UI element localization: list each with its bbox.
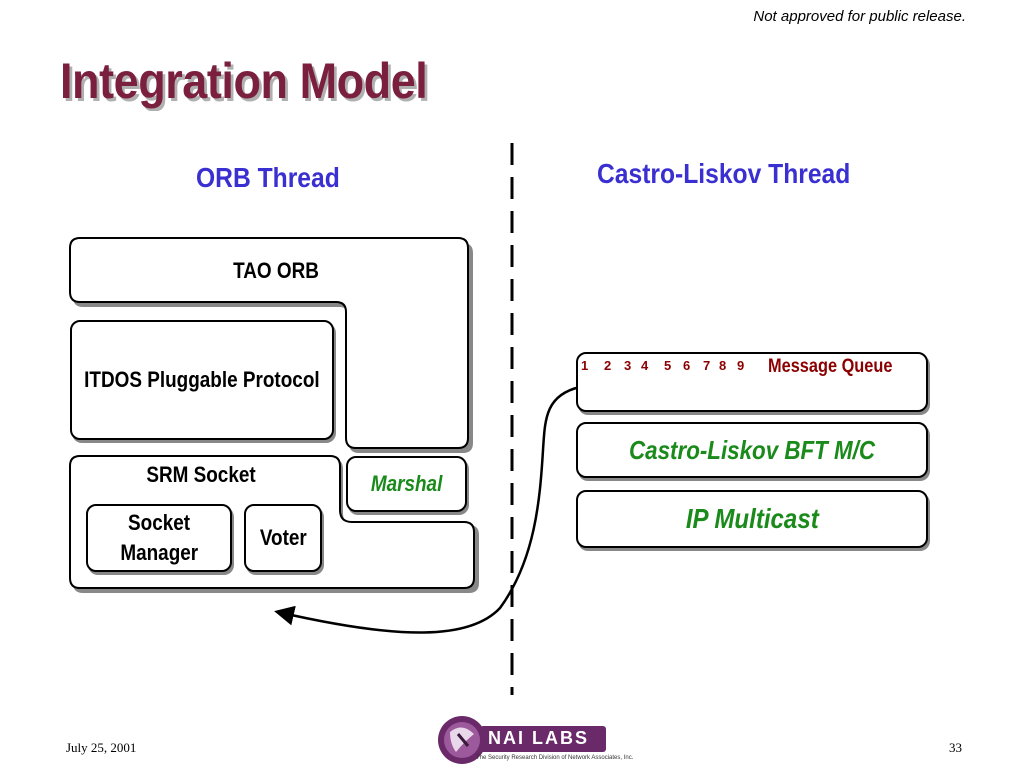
confidentiality-notice: Not approved for public release. — [753, 8, 966, 25]
slide-title: Integration Model — [60, 53, 428, 109]
nai-labs-logo: NAI LABS The Security Research Division … — [436, 712, 633, 768]
footer-page-number: 33 — [949, 740, 962, 755]
marshal-label: Marshal — [370, 471, 443, 496]
queue-to-socket-arrow — [274, 385, 581, 634]
nai-labs-logo-subtext: The Security Research Division of Networ… — [476, 755, 634, 761]
castro-liskov-thread-heading: Castro-Liskov Thread — [597, 158, 851, 189]
queue-slot-8: 8 — [719, 358, 727, 373]
queue-slot-5: 5 — [664, 358, 672, 373]
itdos-protocol-box: ITDOS Pluggable Protocol — [70, 320, 334, 440]
socket-manager-label-line1: Socket — [127, 510, 191, 535]
footer-date: July 25, 2001 — [66, 740, 137, 755]
srm-socket-label: SRM Socket — [146, 462, 256, 487]
nai-labs-logo-graphic — [438, 716, 606, 764]
tao-orb-label: TAO ORB — [233, 258, 319, 283]
itdos-protocol-label: ITDOS Pluggable Protocol — [84, 367, 320, 392]
queue-slot-3: 3 — [624, 358, 632, 373]
tao-orb-box — [69, 237, 469, 449]
bft-box: Castro-Liskov BFT M/C — [576, 422, 928, 478]
queue-slot-7: 7 — [703, 358, 711, 373]
bft-label: Castro-Liskov BFT M/C — [629, 434, 875, 465]
orb-thread-heading: ORB Thread — [196, 162, 340, 193]
message-queue-label: Message Queue — [768, 356, 893, 377]
message-queue-box: 1 2 3 4 5 6 7 8 9 Message Queue — [576, 352, 928, 412]
queue-slot-1: 1 — [581, 358, 589, 373]
ip-multicast-box: IP Multicast — [576, 490, 928, 548]
nai-labs-logo-text: NAI LABS — [488, 728, 589, 748]
queue-slot-2: 2 — [604, 358, 612, 373]
voter-label: Voter — [259, 525, 307, 550]
socket-manager-box: Socket Manager — [86, 504, 232, 572]
socket-manager-label-line2: Manager — [120, 540, 198, 565]
queue-slot-4: 4 — [641, 358, 649, 373]
ip-multicast-label: IP Multicast — [685, 503, 819, 534]
queue-slot-6: 6 — [683, 358, 691, 373]
marshal-box: Marshal — [346, 456, 467, 512]
queue-slot-9: 9 — [737, 358, 745, 373]
voter-box: Voter — [244, 504, 322, 572]
